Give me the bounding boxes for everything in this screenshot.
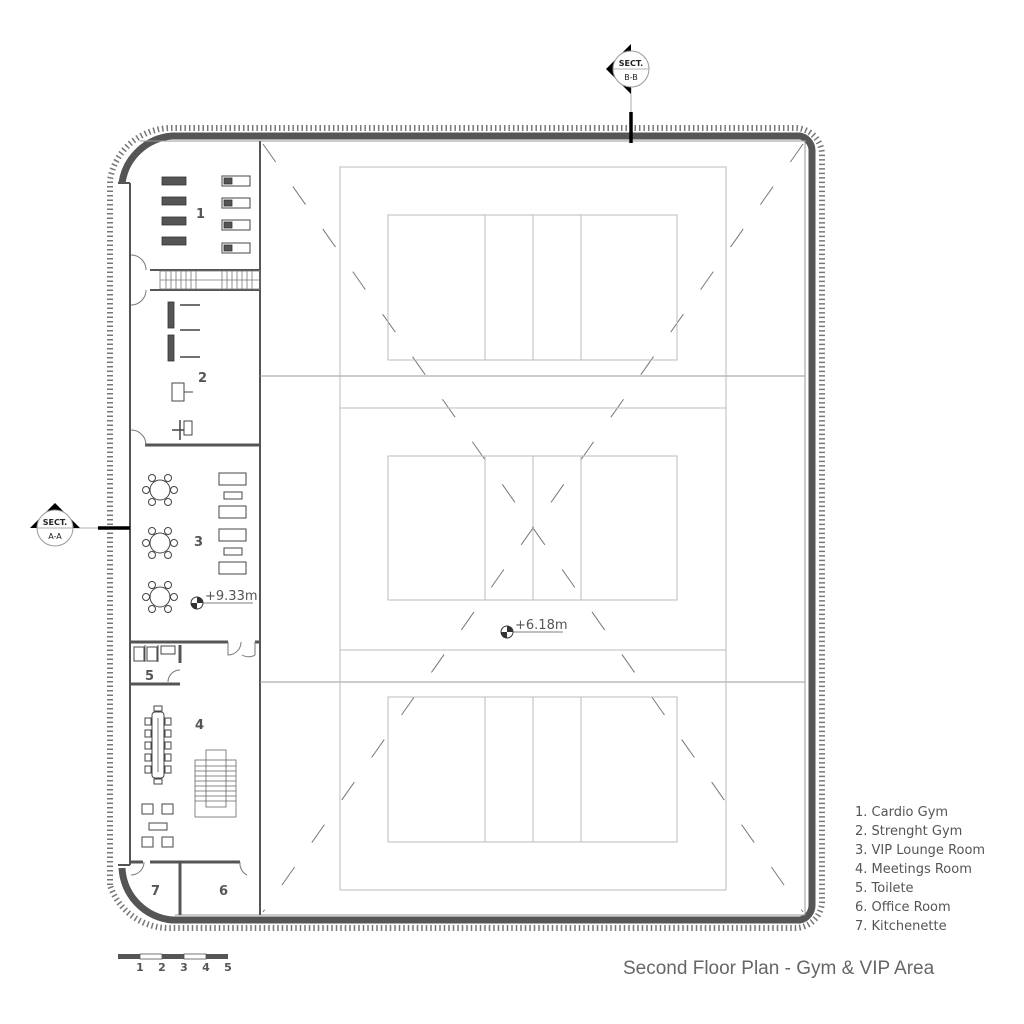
section-b-bottom: B-B — [624, 73, 638, 82]
legend-item: 3. VIP Lounge Room — [855, 843, 985, 858]
lounge-sofas — [218, 472, 247, 575]
room-number-3: 3 — [194, 535, 203, 550]
exterior-hatch — [107, 124, 825, 932]
legend-item: 2. Strenght Gym — [855, 824, 962, 839]
room-number-5: 5 — [145, 669, 154, 684]
exterior-wall — [118, 132, 816, 924]
sports-court — [339, 166, 727, 891]
stairwell — [194, 749, 237, 818]
cardio-equipment — [161, 175, 251, 254]
level-marker-vip — [190, 596, 253, 610]
level-label-vip: +9.33m — [205, 589, 258, 604]
corridor-stairs — [159, 270, 261, 290]
plan-title: Second Floor Plan - Gym & VIP Area — [623, 958, 935, 979]
room-number-1: 1 — [196, 207, 205, 222]
scale-bar: 1 2 3 4 5 — [118, 953, 232, 974]
level-label-court: +6.18m — [515, 618, 568, 633]
scale-tick: 5 — [224, 961, 232, 974]
scale-tick: 2 — [158, 961, 166, 974]
scale-tick: 3 — [180, 961, 188, 974]
section-a-bottom: A-A — [48, 532, 62, 541]
room-number-7: 7 — [151, 884, 160, 899]
room-legend: 1. Cardio Gym 2. Strenght Gym 3. VIP Lou… — [855, 805, 985, 934]
toilet-fixtures — [133, 645, 176, 662]
room-number-6: 6 — [219, 884, 228, 899]
legend-item: 1. Cardio Gym — [855, 805, 948, 820]
office-armchairs — [141, 803, 174, 848]
section-a-top: SECT. — [43, 518, 67, 527]
meeting-table — [144, 705, 172, 785]
section-b-top: SECT. — [619, 59, 643, 68]
legend-item: 6. Office Room — [855, 900, 951, 915]
scale-tick: 4 — [202, 961, 210, 974]
strength-equipment — [167, 301, 200, 440]
legend-item: 7. Kitchenette — [855, 919, 947, 934]
doors — [130, 254, 256, 876]
room-number-2: 2 — [198, 371, 207, 386]
section-marker-b[interactable]: SECT. B-B — [606, 44, 650, 143]
scale-tick: 1 — [136, 961, 144, 974]
section-marker-a[interactable]: SECT. A-A — [30, 503, 130, 547]
room-dividers — [130, 269, 260, 915]
room-number-4: 4 — [195, 718, 204, 733]
lounge-tables — [142, 474, 178, 613]
legend-item: 4. Meetings Room — [855, 862, 972, 877]
legend-item: 5. Toilete — [855, 881, 914, 896]
level-marker-court — [500, 625, 563, 639]
